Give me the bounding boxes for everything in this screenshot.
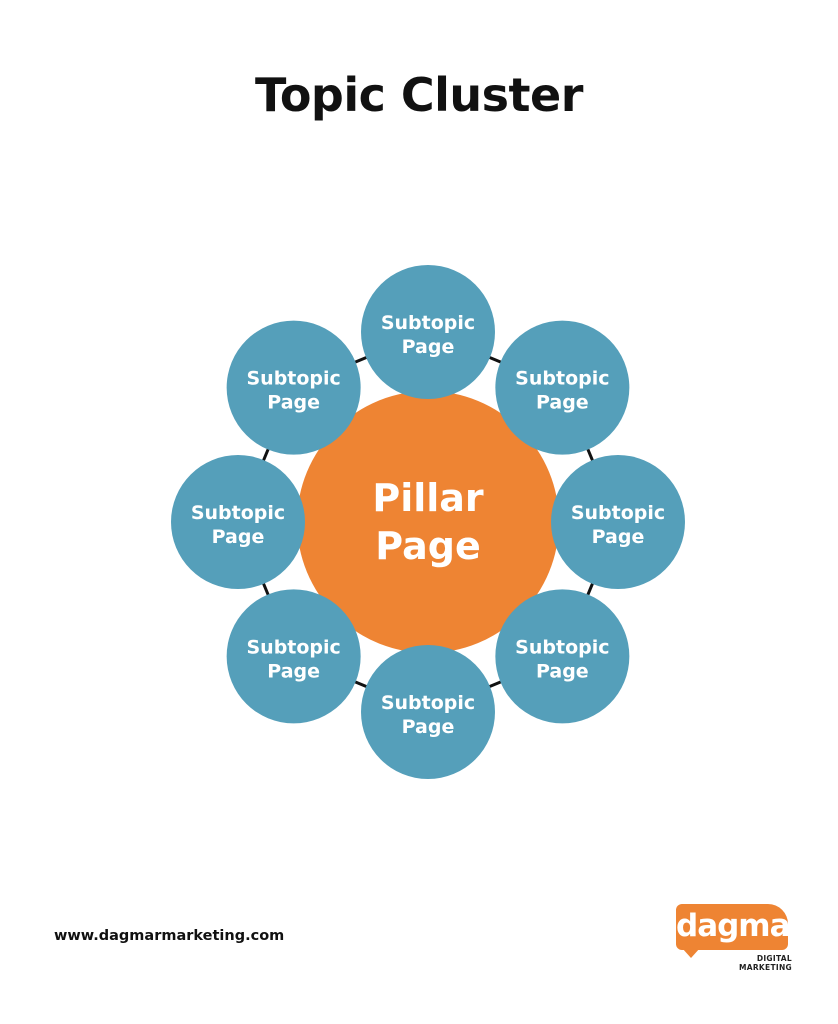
- subtopic-circle: [361, 265, 495, 399]
- subtopic-label-line1: Subtopic: [381, 692, 475, 714]
- subtopic-nodes: SubtopicPageSubtopicPageSubtopicPageSubt…: [171, 265, 685, 779]
- subtopic-circle: [226, 320, 361, 455]
- subtopic-label-line2: Page: [402, 716, 455, 738]
- website-url: www.dagmarmarketing.com: [54, 928, 285, 944]
- subtopic-label-line2: Page: [267, 392, 320, 414]
- subtopic-circle: [495, 320, 630, 455]
- subtopic-label-line2: Page: [267, 660, 320, 682]
- subtopic-label-line1: Subtopic: [515, 636, 609, 658]
- subtopic-label-line1: Subtopic: [381, 312, 475, 334]
- subtopic-label-line1: Subtopic: [571, 502, 665, 524]
- page-title: Topic Cluster: [255, 68, 583, 122]
- pillar-label-line1: Pillar: [372, 476, 484, 520]
- subtopic-label-line2: Page: [402, 336, 455, 358]
- subtopic-label-line2: Page: [212, 526, 265, 548]
- pillar-circle: [297, 391, 559, 653]
- subtopic-label-line2: Page: [592, 526, 645, 548]
- logo-tagline: DIGITAL MARKETING: [738, 954, 792, 972]
- subtopic-circle: [171, 455, 305, 589]
- subtopic-circle: [551, 455, 685, 589]
- subtopic-label-line1: Subtopic: [246, 636, 340, 658]
- logo-speech-tail: [682, 948, 700, 958]
- subtopic-circle: [226, 589, 361, 724]
- subtopic-circle: [361, 645, 495, 779]
- subtopic-label-line1: Subtopic: [191, 502, 285, 524]
- logo-wordmark: dagmar: [676, 904, 805, 950]
- pillar-label-line2: Page: [375, 524, 480, 568]
- subtopic-label-line1: Subtopic: [246, 368, 340, 390]
- subtopic-label-line2: Page: [536, 660, 589, 682]
- subtopic-label-line2: Page: [536, 392, 589, 414]
- subtopic-label-line1: Subtopic: [515, 368, 609, 390]
- subtopic-circle: [495, 589, 630, 724]
- dagmar-logo: dagmar DIGITAL MARKETING: [676, 898, 805, 972]
